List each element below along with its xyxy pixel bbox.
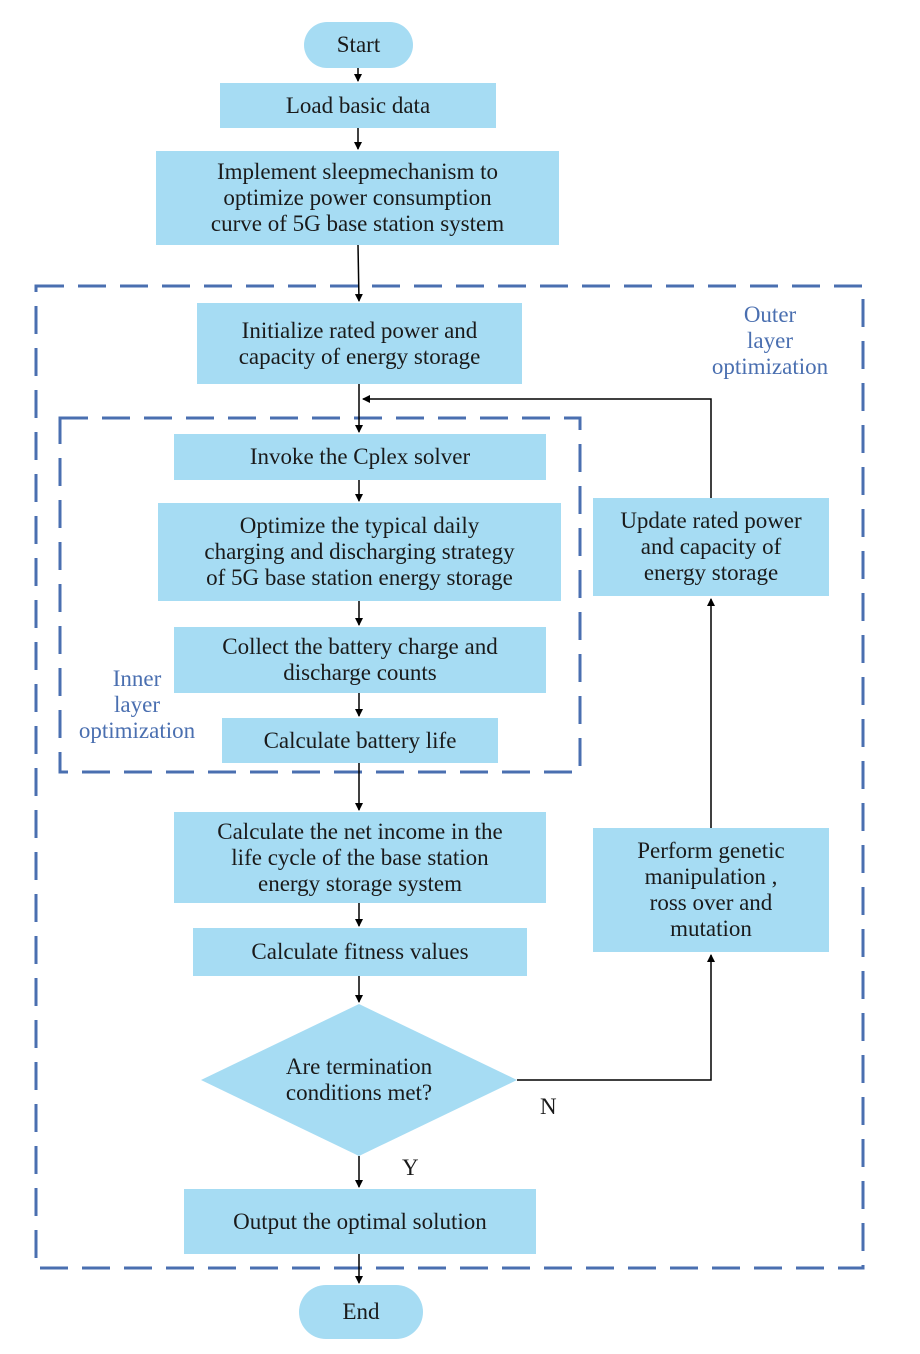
yes-branch-label: Y xyxy=(402,1155,419,1180)
fitness-box: Calculate fitness values xyxy=(193,928,527,976)
optimize-strategy-box: Optimize the typical daily charging and … xyxy=(158,503,561,601)
net-income-box: Calculate the net income in the life cyc… xyxy=(174,812,546,903)
arrow-termination-to-genetic xyxy=(517,954,715,1081)
output-box: Output the optimal solution xyxy=(184,1189,536,1254)
no-branch-label: N xyxy=(540,1094,557,1119)
update-power-box: Update rated power and capacity of energ… xyxy=(593,498,829,596)
start-node: Start xyxy=(304,22,413,68)
sleep-mechanism-box: Implement sleepmechanism to optimize pow… xyxy=(156,151,559,245)
genetic-box: Perform genetic manipulation , ross over… xyxy=(593,828,829,952)
arrow-update-to-loop xyxy=(362,395,712,498)
inner-layer-frame xyxy=(58,416,582,774)
termination-question: Are termination conditions met? xyxy=(285,1054,433,1105)
invoke-cplex-box: Invoke the Cplex solver xyxy=(174,434,546,480)
arrow-sleep-to-init xyxy=(354,244,363,302)
load-data-box: Load basic data xyxy=(220,83,496,128)
collect-counts-box: Collect the battery charge and discharge… xyxy=(174,627,546,693)
end-node: End xyxy=(299,1285,423,1339)
outer-layer-frame xyxy=(34,284,865,1270)
init-power-box: Initialize rated power and capacity of e… xyxy=(197,303,522,384)
battery-life-box: Calculate battery life xyxy=(222,718,498,763)
outer-layer-label: Outer layer optimization xyxy=(711,302,829,379)
termination-diamond xyxy=(201,1004,517,1156)
inner-layer-label: Inner layer optimization xyxy=(78,666,196,743)
